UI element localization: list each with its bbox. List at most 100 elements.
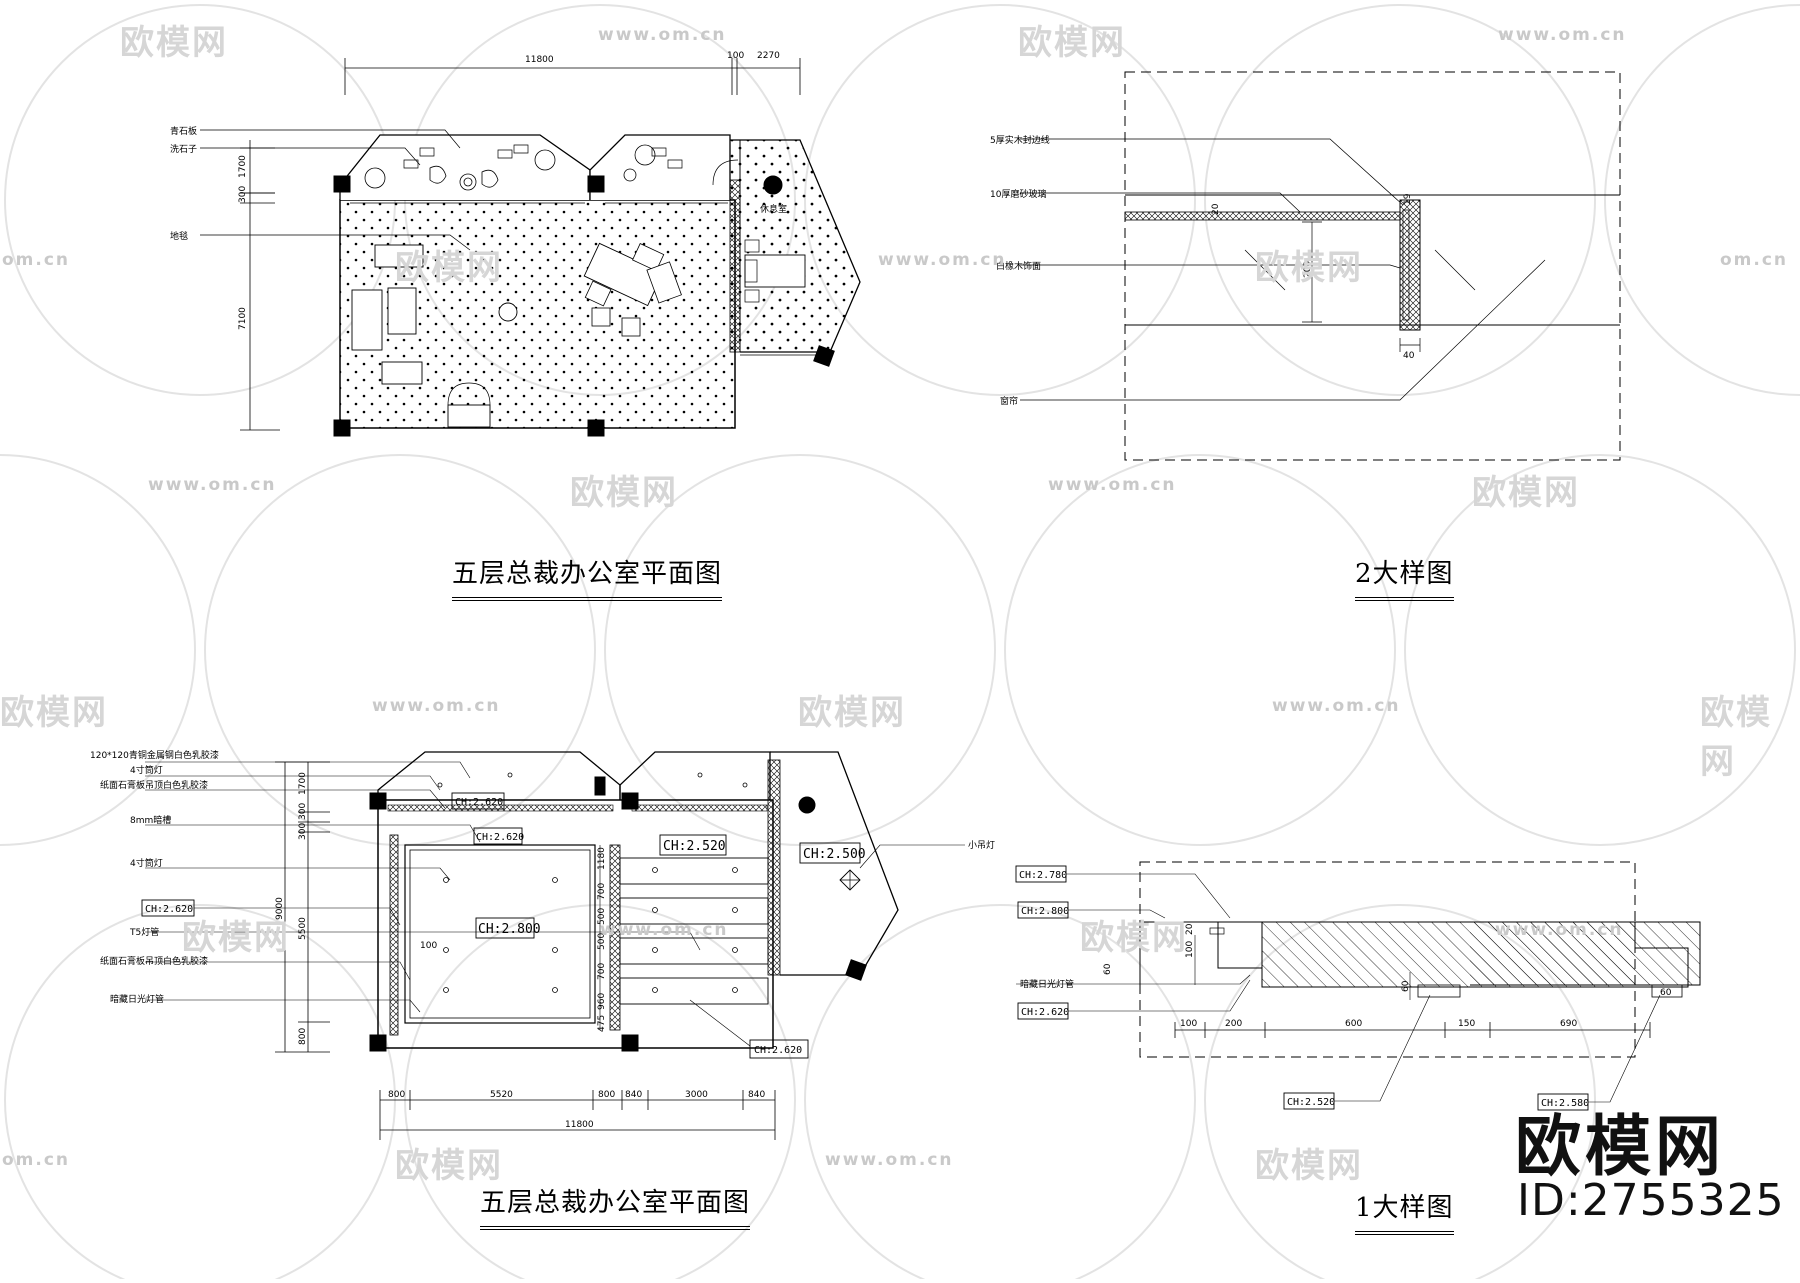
label-c8: 暗藏日光灯管 — [110, 993, 164, 1005]
label-rest-room: 休息室 — [760, 203, 787, 215]
d1-dim-3: 150 — [1458, 1019, 1475, 1029]
d1-dim-v1: 100 — [1185, 941, 1195, 958]
ch-f: CH:2.620 — [145, 904, 193, 915]
dim-d40: 40 — [1403, 351, 1415, 361]
dim-i6: 475 — [597, 1015, 607, 1032]
dim-l2: 300 — [298, 823, 308, 840]
dim-b1: 5520 — [490, 1090, 513, 1100]
ceiling-plan — [141, 751, 965, 1140]
label-c3: 纸面石膏板吊顶白色乳胶漆 — [100, 779, 208, 791]
dim-b3: 840 — [625, 1090, 642, 1100]
dim-b2: 800 — [598, 1090, 615, 1100]
label-c6: T5灯管 — [129, 926, 159, 938]
watermark-url: www.om.cn — [598, 25, 727, 45]
label-veneer: 白橡木饰面 — [996, 260, 1041, 272]
watermark-logo: 欧模网 — [120, 23, 228, 63]
d1-ch-c: CH:2.620 — [1021, 1007, 1069, 1018]
watermark-url: www.om.cn — [1272, 696, 1401, 716]
watermark-logo: 欧模网 — [1255, 248, 1363, 288]
dim-b0: 800 — [388, 1090, 405, 1100]
ch-c: CH:2.800 — [478, 922, 541, 937]
watermark-logo: 欧模网 — [798, 693, 906, 733]
d1-ch-b: CH:2.800 — [1021, 906, 1069, 917]
detail-2 — [1020, 71, 1621, 461]
dim-d20: 20 — [1211, 203, 1221, 215]
d1-dim-v5: 60 — [1660, 988, 1672, 998]
dim-l4: 800 — [298, 1028, 308, 1045]
detail-1-labels: CH:2.780 CH:2.800 CH:2.620 CH:2.520 CH:2… — [1019, 870, 1672, 1109]
label-edge: 5厚实木封边线 — [990, 134, 1050, 146]
detail-2-labels: 5厚实木封边线 10厚磨砂玻璃 白橡木饰面 窗帘 20 19 200 40 — [990, 134, 1415, 407]
label-c7: 纸面石膏板吊顶白色乳胶漆 — [100, 955, 208, 967]
detail-1 — [1015, 861, 1701, 1111]
dim-left-a: 1700 — [238, 155, 248, 178]
label-carpet: 地毯 — [170, 230, 188, 242]
brand-id: ID:2755325 — [1517, 1175, 1785, 1226]
label-pebbles: 洗石子 — [170, 143, 197, 155]
title-ceiling-plan: 五层总裁办公室平面图 — [480, 1182, 751, 1230]
dim-b5: 840 — [748, 1090, 765, 1100]
label-c5: 4寸筒灯 — [130, 857, 163, 869]
dim-i1: 700 — [597, 883, 607, 900]
dim-i2: 500 — [597, 908, 607, 925]
d1-dim-0: 100 — [1180, 1019, 1197, 1029]
dim-top-a: 11800 — [525, 55, 554, 65]
dim-b4: 3000 — [685, 1090, 708, 1100]
watermark-url: www.om.cn — [1495, 920, 1624, 940]
watermark-logo: 欧模网 — [1018, 23, 1126, 63]
d1-ch-a: CH:2.780 — [1019, 870, 1067, 881]
watermark-logo: 欧模网 — [1472, 473, 1580, 513]
d1-dim-v4: 60 — [1401, 980, 1411, 992]
watermark-logo: 欧模网 — [0, 693, 108, 733]
d1-dim-v2: 20 — [1185, 923, 1195, 935]
dim-d200: 200 — [1303, 261, 1313, 278]
dim-l0: 1700 — [298, 772, 308, 795]
label-c2: 4寸筒灯 — [130, 764, 163, 776]
watermark-logo: 欧模网 — [1080, 918, 1188, 958]
dim-d19: 19 — [1403, 193, 1413, 205]
watermark-url: om.cn — [2, 250, 71, 270]
watermark-arcs — [0, 4, 1800, 1283]
d1-ch-e: CH:2.580 — [1541, 1098, 1589, 1109]
d1-ch-d: CH:2.520 — [1287, 1097, 1335, 1108]
label-c4: 8mm暗槽 — [130, 814, 171, 826]
dim-l1: 300 — [298, 803, 308, 820]
label-tube: 暗藏日光灯管 — [1020, 978, 1074, 990]
watermark-url: www.om.cn — [372, 696, 501, 716]
furniture-plan-labels: 青石板 洗石子 地毯 休息室 11800 100 2270 1700 300 7… — [170, 51, 787, 330]
watermark-logo: 欧模网 — [395, 248, 503, 288]
watermark-logo: 欧模网 — [395, 1146, 503, 1186]
title-detail-1: 1大样图 — [1355, 1187, 1454, 1235]
dim-top-b: 100 — [727, 51, 744, 61]
ch-b: CH:2.620 — [476, 832, 524, 843]
ch-e: CH:2.500 — [803, 847, 866, 862]
dim-left-b: 300 — [238, 186, 248, 203]
dim-left-total: 9000 — [275, 897, 285, 920]
ch-d: CH:2.520 — [663, 839, 726, 854]
title-furniture-plan: 五层总裁办公室平面图 — [452, 553, 723, 601]
label-marble: 青石板 — [170, 125, 197, 137]
watermark-logo: 欧模网 — [570, 473, 678, 513]
watermark-url: www.om.cn — [825, 1150, 954, 1170]
title-detail-2: 2大样图 — [1355, 553, 1454, 601]
d1-dim-v3: 60 — [1103, 963, 1113, 975]
ch-g: CH:2.620 — [754, 1045, 802, 1056]
watermark-logo: 欧模网 — [1700, 693, 1772, 782]
watermark-logo: 欧模网 — [1255, 1146, 1363, 1186]
dim-i5: 960 — [597, 993, 607, 1010]
label-c1: 120*120青铜金属钢白色乳胶漆 — [90, 749, 219, 761]
dim-inner-100: 100 — [420, 941, 437, 951]
watermark-url: www.om.cn — [1048, 475, 1177, 495]
label-curtain: 窗帘 — [1000, 395, 1018, 407]
d1-dim-1: 200 — [1225, 1019, 1242, 1029]
dim-i4: 700 — [597, 963, 607, 980]
dim-l3: 5500 — [298, 917, 308, 940]
ceiling-plan-labels: 120*120青铜金属钢白色乳胶漆 4寸筒灯 纸面石膏板吊顶白色乳胶漆 8mm暗… — [90, 749, 995, 1130]
watermark-url: www.om.cn — [1498, 25, 1627, 45]
watermark-url: www.om.cn — [878, 250, 1007, 270]
dim-total: 11800 — [565, 1120, 594, 1130]
dim-i3: 500 — [597, 933, 607, 950]
furniture-plan — [200, 58, 861, 437]
label-glass: 10厚磨砂玻璃 — [990, 188, 1046, 200]
